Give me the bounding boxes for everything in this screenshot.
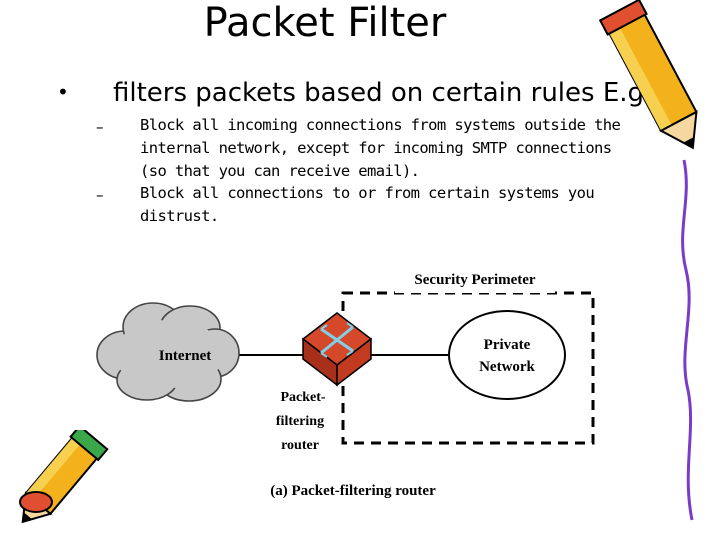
internet-cloud [96, 302, 240, 402]
private-network-ellipse [448, 310, 566, 400]
slide-title: Packet Filter [203, 0, 447, 46]
router-label-line-3: router [281, 438, 319, 453]
pencil-icon-bottom-left [19, 430, 109, 524]
packet-filter-diagram: Security Perimeter Internet Packet- filt… [96, 263, 595, 499]
diagram-caption: (a) Packet-filtering router [270, 483, 436, 499]
pencil-icon-top-right [598, 0, 698, 521]
main-bullet-text: filters packets based on certain rules E… [113, 78, 645, 108]
sub-bullet-dash-2: – [96, 186, 104, 204]
sub-bullet-1: Block all incoming connections from syst… [140, 116, 621, 180]
router-label-line-1: Packet- [280, 390, 325, 405]
security-perimeter-label: Security Perimeter [414, 272, 536, 288]
bullet-dot: • [57, 80, 69, 104]
router-icon [301, 312, 373, 387]
private-network-label-line-2: Network [479, 359, 535, 375]
sub-bullet-2: Block all connections to or from certain… [140, 184, 595, 225]
private-network-label-line-1: Private [484, 337, 531, 353]
internet-label: Internet [159, 348, 212, 364]
sub-bullet-dash-1: – [96, 118, 104, 136]
router-label-line-2: filtering [276, 414, 324, 429]
pencil-scribble-line [681, 159, 694, 521]
